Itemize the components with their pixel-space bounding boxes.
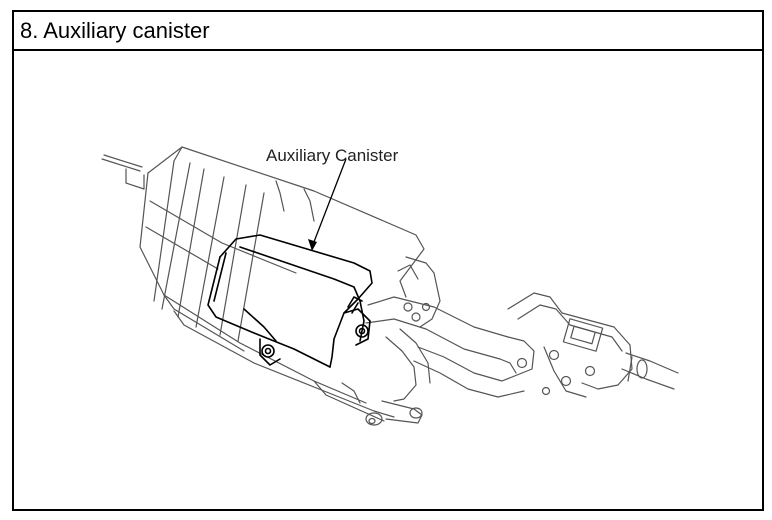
callout-leader <box>308 158 347 251</box>
hose-assembly <box>365 292 679 402</box>
auxiliary-canister-part <box>207 234 373 368</box>
section-title: 8. Auxiliary canister <box>14 12 762 51</box>
section-frame: 8. Auxiliary canister <box>12 10 764 511</box>
auxiliary-canister-diagram: Auxiliary Canister <box>101 146 679 426</box>
main-canister-body <box>101 146 441 426</box>
auxiliary-canister-callout: Auxiliary Canister <box>266 146 399 165</box>
canister-figure: Auxiliary Canister <box>14 51 762 509</box>
